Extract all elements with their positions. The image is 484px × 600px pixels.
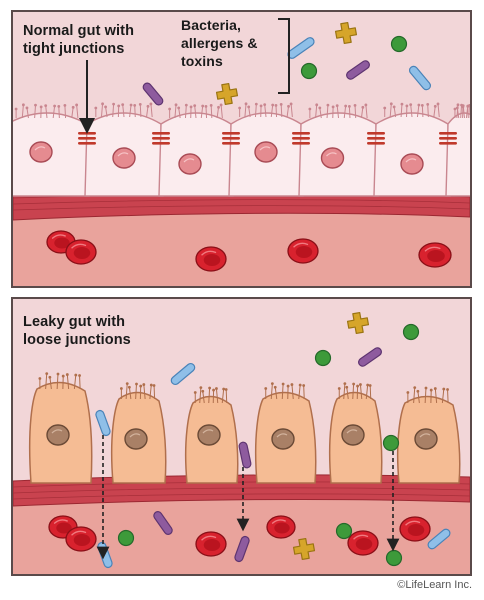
- copyright-credit: ©LifeLearn Inc.: [397, 579, 472, 591]
- red-blood-cell: [266, 515, 296, 539]
- purple-bacteria-icon: [358, 347, 382, 367]
- cell-nucleus: [124, 428, 148, 450]
- microvilli: [264, 382, 306, 400]
- normal-gut-label-line-2: tight junctions: [23, 41, 125, 57]
- cell-nucleus: [400, 153, 424, 175]
- tight-junction: [152, 132, 170, 145]
- purple-bacteria-icon: [346, 60, 370, 80]
- toxins-group: [95, 311, 451, 569]
- cell-nucleus: [46, 424, 70, 446]
- microvilli: [168, 103, 223, 119]
- purple-bacteria-icon: [142, 82, 164, 106]
- tight-junction: [367, 132, 385, 145]
- allergen-cross-icon: [334, 21, 358, 45]
- cell-nucleus: [254, 141, 278, 163]
- leaky-gut-illustration: [13, 299, 470, 574]
- cell-nucleus: [112, 147, 136, 169]
- cell-nucleus: [414, 428, 438, 450]
- microvilli: [383, 102, 440, 118]
- cell-nucleus: [197, 424, 221, 446]
- normal-gut-label: Normal gut with tight junctions: [23, 22, 134, 58]
- normal-gut-panel: Normal gut with tight junctions Bacteria…: [11, 10, 472, 288]
- microvilli: [14, 103, 79, 119]
- tight-junction: [292, 132, 310, 145]
- red-blood-cell: [195, 531, 227, 557]
- toxins-legend-line-1: Bacteria,: [181, 17, 242, 33]
- green-toxin-icon: [314, 349, 332, 367]
- allergen-cross-icon: [215, 82, 239, 106]
- cell-nucleus: [320, 147, 345, 169]
- microvilli: [38, 372, 81, 390]
- leaky-gut-panel: Leaky gut with loose junctions: [11, 297, 472, 576]
- cell-nucleus: [178, 153, 202, 175]
- microvilli: [193, 386, 228, 404]
- red-blood-cell: [399, 516, 431, 542]
- leaky-gut-label-line-1: Leaky gut with: [23, 314, 126, 330]
- microvilli: [453, 103, 470, 119]
- blue-bacteria-icon: [427, 528, 451, 550]
- microvilli: [337, 382, 372, 400]
- toxins-legend-line-2: allergens &: [181, 35, 258, 51]
- blue-bacteria-icon: [170, 362, 196, 386]
- normal-gut-label-line-1: Normal gut with: [23, 23, 135, 39]
- green-toxin-icon: [300, 62, 318, 80]
- purple-bacteria-icon: [153, 511, 173, 535]
- blue-bacteria-icon: [95, 409, 111, 437]
- cell-nucleus: [271, 428, 295, 450]
- green-toxin-icon: [390, 35, 408, 53]
- leaky-gut-label: Leaky gut with loose junctions: [23, 313, 131, 349]
- toxins-group: [142, 21, 432, 106]
- red-blood-cell: [347, 530, 379, 556]
- blue-bacteria-icon: [408, 65, 432, 91]
- allergen-cross-icon: [292, 537, 316, 561]
- red-blood-cell: [418, 242, 452, 268]
- normal-gut-scene: [13, 12, 470, 286]
- leaky-epithelium: [28, 372, 461, 484]
- toxins-legend-label: Bacteria, allergens & toxins: [181, 16, 258, 70]
- cell-nucleus: [341, 424, 365, 446]
- green-toxin-icon: [335, 522, 353, 540]
- leaky-gut-scene: [13, 299, 470, 574]
- green-toxin-icon: [117, 529, 135, 547]
- microvilli: [308, 103, 368, 119]
- cell-nucleus: [29, 141, 53, 163]
- red-blood-cell: [195, 246, 227, 272]
- legend-bracket: [278, 18, 290, 94]
- tight-junction: [78, 132, 96, 145]
- microvilli: [406, 386, 449, 404]
- toxins-legend-line-3: toxins: [181, 53, 223, 69]
- microvilli: [94, 102, 153, 118]
- leaky-gut-label-line-2: loose junctions: [23, 332, 131, 348]
- epithelial-cell: [445, 112, 470, 197]
- tight-junction: [439, 132, 457, 145]
- normal-gut-illustration: [13, 12, 470, 286]
- purple-bacteria-icon: [238, 441, 252, 469]
- red-blood-cell: [65, 239, 97, 265]
- green-toxin-icon: [382, 434, 400, 452]
- epithelial-cell: [158, 112, 234, 197]
- microvilli: [119, 382, 156, 400]
- green-toxin-icon: [402, 323, 420, 341]
- purple-bacteria-icon: [234, 535, 250, 563]
- microvilli: [238, 102, 293, 118]
- allergen-cross-icon: [346, 311, 370, 335]
- green-toxin-icon: [385, 549, 403, 567]
- red-blood-cell: [287, 238, 319, 264]
- tight-junction: [222, 132, 240, 145]
- red-blood-cell: [65, 526, 97, 552]
